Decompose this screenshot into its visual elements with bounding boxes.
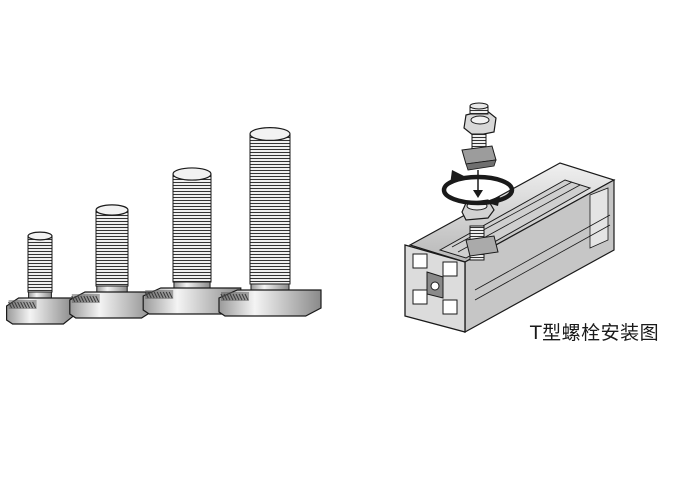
bolt-thread [95,209,129,287]
bolt-tip [95,204,129,216]
installation-caption: T型螺栓安装图 [530,322,660,344]
t-bolt-xlarge [218,126,322,317]
bolt-serration [71,294,100,303]
down-arrow-icon [473,170,483,198]
bolt-serration [8,300,37,309]
bolt-tip [249,126,291,141]
inserted-t-bolt [461,199,499,261]
bolt-serration [144,290,174,299]
installation-diagram [404,102,616,334]
bolt-thread [27,235,53,293]
aluminum-profile [404,162,616,334]
bolt-tip [27,231,53,241]
t-bolt-set [5,126,322,325]
bolt-serration [220,292,249,301]
floating-t-bolt [461,102,497,171]
bolt-thread [249,133,291,285]
t-bolt-small [5,231,75,325]
bolt-tip [172,167,212,181]
profile-end-face [404,244,466,333]
bolt-thread [172,173,212,283]
t-bolt-medium [69,204,155,319]
